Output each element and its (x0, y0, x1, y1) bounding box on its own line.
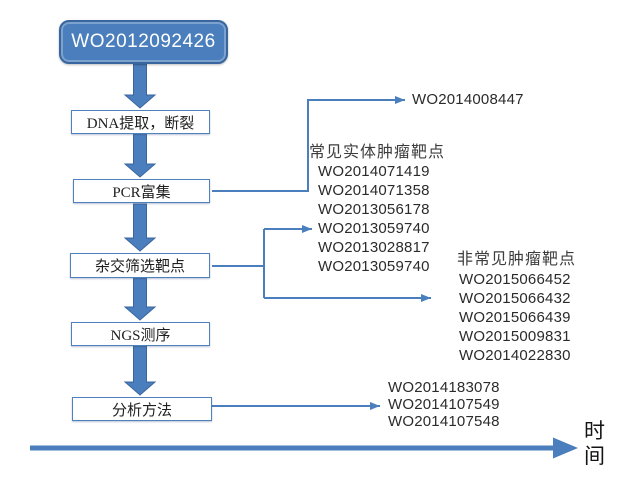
common-targets-list: WO2014071419 WO2014071358 WO2013056178 W… (318, 162, 430, 276)
patent-item: WO2014071358 (318, 182, 430, 199)
patent-item: WO2013056178 (318, 201, 430, 218)
uncommon-targets-list: WO2015066452 WO2015066432 WO2015066439 W… (459, 270, 571, 365)
flow-step-analysis-method: 分析方法 (72, 397, 212, 421)
patent-item: WO2013028817 (318, 239, 430, 256)
down-arrow-icon (123, 277, 157, 321)
common-targets-title: 常见实体肿瘤靶点 (309, 144, 446, 161)
down-arrow-icon (123, 203, 157, 252)
patent-item: WO2015066452 (459, 271, 571, 288)
connector-line (212, 96, 405, 192)
flow-step-pcr-enrichment: PCR富集 (73, 179, 210, 203)
patent-item: WO2014107549 (388, 396, 500, 413)
flow-step-dna-extraction: DNA提取，断裂 (71, 110, 210, 134)
patent-item: WO2015066432 (459, 290, 571, 307)
uncommon-targets-title: 非常见肿瘤靶点 (457, 251, 577, 268)
timeline-arrowhead-icon (553, 437, 578, 459)
patent-item: WO2013059740 (318, 220, 430, 237)
down-arrow-icon (123, 345, 157, 396)
patent-item: WO2013059740 (318, 258, 430, 275)
patent-item: WO2014183078 (388, 379, 500, 396)
root-patent-node: WO2012092426 (59, 20, 228, 64)
patent-item: WO2014071419 (318, 163, 430, 180)
analysis-patents-list: WO2014183078 WO2014107549 WO2014107548 (388, 379, 500, 430)
flow-step-ngs-sequencing: NGS测序 (71, 322, 210, 346)
down-arrow-icon (123, 133, 157, 178)
patent-item: WO2015009831 (459, 328, 571, 345)
patent-item: WO2014022830 (459, 347, 571, 364)
timeline-label: 时间 (584, 419, 605, 468)
down-arrow-icon (123, 63, 157, 109)
flow-step-hybrid-capture: 杂交筛选靶点 (70, 253, 210, 278)
patent-item: WO2014107548 (388, 413, 500, 430)
patent-item: WO2015066439 (459, 309, 571, 326)
patent-wo2014008447: WO2014008447 (412, 91, 524, 108)
